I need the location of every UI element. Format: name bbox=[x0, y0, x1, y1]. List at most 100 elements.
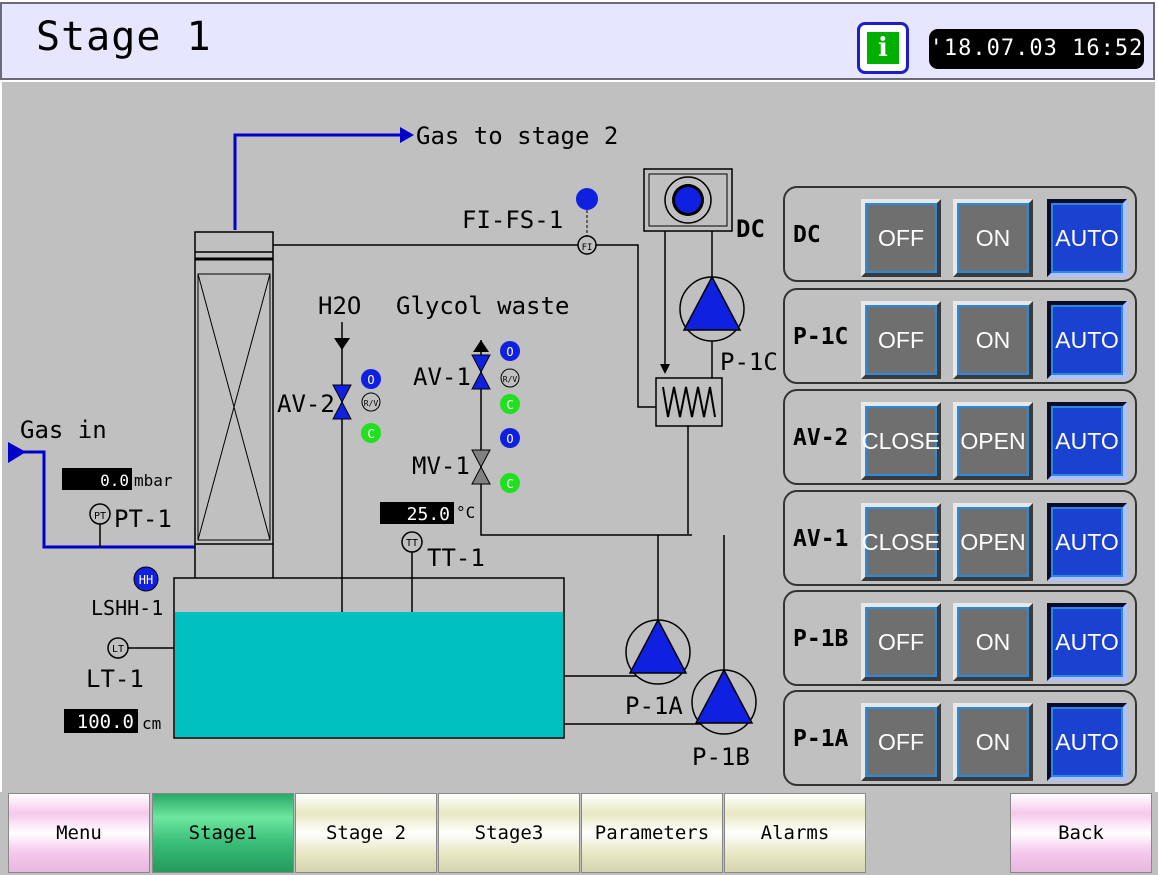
gas-outlet-label: Gas to stage 2 bbox=[416, 122, 618, 150]
p1c-auto-button[interactable]: AUTO bbox=[1047, 301, 1127, 379]
control-panel-av2: AV-2 CLOSE OPEN AUTO bbox=[783, 389, 1137, 485]
panel-label: P-1B bbox=[793, 626, 849, 652]
av2-closed-symbol: C bbox=[367, 427, 374, 441]
av1-rv-icon bbox=[500, 368, 520, 388]
p1b-on-button[interactable]: ON bbox=[953, 603, 1033, 681]
control-panel-dc: DC OFF ON AUTO bbox=[783, 186, 1137, 282]
header-bar: Stage 1 i '18.07.03 16:52 bbox=[0, 2, 1155, 80]
dc-off-button[interactable]: OFF bbox=[861, 199, 941, 277]
pt-symbol: PT bbox=[94, 511, 106, 522]
av1-open-led bbox=[500, 341, 520, 361]
tab-stage1[interactable]: Stage1 bbox=[152, 793, 294, 873]
tank-liquid bbox=[175, 612, 563, 737]
temp-value-box bbox=[380, 502, 454, 524]
glycol-line bbox=[480, 340, 692, 536]
p1a-off-button[interactable]: OFF bbox=[861, 703, 941, 781]
pressure-unit: mbar bbox=[134, 471, 173, 490]
level-value: 100.0 bbox=[77, 711, 134, 733]
av1-valve-icon bbox=[471, 370, 491, 390]
pt-tag: PT-1 bbox=[114, 505, 172, 533]
tt-tag: TT-1 bbox=[427, 544, 485, 572]
tt-symbol: TT bbox=[406, 538, 418, 549]
av1-auto-button[interactable]: AUTO bbox=[1047, 503, 1127, 581]
mv1-open-led bbox=[500, 428, 520, 448]
mv1-valve-icon bbox=[471, 465, 491, 485]
p1a-on-button[interactable]: ON bbox=[953, 703, 1033, 781]
av1-closed-symbol: C bbox=[506, 398, 513, 412]
control-panel-p1b: P-1B OFF ON AUTO bbox=[783, 590, 1137, 686]
fi-tag: FI-FS-1 bbox=[462, 206, 563, 234]
date-time-display: '18.07.03 16:52 bbox=[929, 29, 1144, 69]
tab-parameters[interactable]: Parameters bbox=[581, 793, 723, 873]
av1-valve-icon[interactable] bbox=[471, 354, 491, 374]
page-title: Stage 1 bbox=[36, 14, 212, 60]
tab-alarms[interactable]: Alarms bbox=[724, 793, 866, 873]
mv1-closed-symbol: C bbox=[506, 477, 513, 491]
level-unit: cm bbox=[142, 714, 161, 733]
av2-open-led bbox=[361, 369, 381, 389]
av2-closed-led bbox=[361, 423, 381, 443]
panel-label: P-1A bbox=[793, 726, 849, 752]
control-panel-p1a: P-1A OFF ON AUTO bbox=[783, 690, 1137, 786]
panel-label: P-1C bbox=[793, 324, 849, 350]
temp-value: 25.0 bbox=[407, 504, 450, 525]
level-value-box bbox=[64, 709, 138, 733]
p1a-tag: P-1A bbox=[625, 692, 683, 720]
recirc-line bbox=[596, 244, 656, 408]
dc-tag: DC bbox=[736, 215, 765, 243]
info-button[interactable]: i bbox=[857, 22, 909, 74]
dry-cooler-inner bbox=[648, 173, 728, 227]
coolant-arrow-icon bbox=[660, 364, 670, 374]
panel-label: AV-1 bbox=[793, 526, 849, 552]
p1b-auto-button[interactable]: AUTO bbox=[1047, 603, 1127, 681]
av1-closed-led bbox=[500, 394, 520, 414]
av1-close-button[interactable]: CLOSE bbox=[861, 503, 941, 581]
control-panel-p1c: P-1C OFF ON AUTO bbox=[783, 288, 1137, 384]
p1a-auto-button[interactable]: AUTO bbox=[1047, 703, 1127, 781]
p1c-on-button[interactable]: ON bbox=[953, 301, 1033, 379]
fan-status bbox=[675, 187, 701, 213]
tab-menu[interactable]: Menu bbox=[8, 793, 150, 873]
mv1-open-symbol: O bbox=[506, 432, 513, 446]
heat-exchanger-coil-icon bbox=[662, 386, 716, 418]
av2-rv-symbol: R/V bbox=[364, 399, 379, 408]
gas-outlet-pipe bbox=[233, 133, 402, 230]
av2-tag: AV-2 bbox=[277, 390, 335, 418]
av2-valve-icon[interactable] bbox=[332, 384, 352, 404]
info-icon: i bbox=[867, 32, 899, 64]
gas-outlet-arrow-icon bbox=[400, 127, 414, 143]
p1b-off-button[interactable]: OFF bbox=[861, 603, 941, 681]
av2-auto-button[interactable]: AUTO bbox=[1047, 402, 1127, 480]
p1c-tag: P-1C bbox=[720, 348, 778, 376]
tab-stage3[interactable]: Stage3 bbox=[438, 793, 580, 873]
h2o-label: H2O bbox=[318, 292, 361, 320]
av2-close-button[interactable]: CLOSE bbox=[861, 402, 941, 480]
p1b-tag: P-1B bbox=[692, 743, 750, 771]
process-diagram: Gas to stage 2 Gas in 0.0 mbar PT PT-1 F… bbox=[8, 122, 778, 771]
tab-stage2[interactable]: Stage 2 bbox=[295, 793, 437, 873]
av2-open-symbol: O bbox=[367, 373, 374, 387]
av2-open-button[interactable]: OPEN bbox=[953, 402, 1033, 480]
pump-p1a-symbol bbox=[628, 618, 688, 674]
gas-inlet-pipe bbox=[10, 450, 195, 549]
h2o-arrow-icon bbox=[334, 338, 350, 350]
process-screen: Gas to stage 2 Gas in 0.0 mbar PT PT-1 F… bbox=[2, 82, 1155, 792]
av1-rv-symbol: R/V bbox=[503, 375, 518, 384]
mv1-valve-icon[interactable] bbox=[471, 449, 491, 469]
fi-status-led bbox=[576, 188, 598, 210]
pump-p1b-symbol bbox=[694, 668, 754, 724]
av1-open-button[interactable]: OPEN bbox=[953, 503, 1033, 581]
footer-nav: Menu Stage1 Stage 2 Stage3 Parameters Al… bbox=[0, 792, 1158, 875]
dc-auto-button[interactable]: AUTO bbox=[1047, 199, 1127, 277]
fan-icon[interactable] bbox=[664, 176, 712, 224]
dc-on-button[interactable]: ON bbox=[953, 199, 1033, 277]
column-packing bbox=[197, 273, 271, 541]
panel-label: DC bbox=[793, 222, 821, 248]
lshh-alarm-led bbox=[133, 566, 159, 592]
pump-p1c-symbol bbox=[682, 275, 742, 331]
mv1-tag: MV-1 bbox=[412, 452, 470, 480]
packing-cross bbox=[197, 273, 271, 541]
av2-valve-icon bbox=[332, 400, 352, 420]
p1c-off-button[interactable]: OFF bbox=[861, 301, 941, 379]
back-button[interactable]: Back bbox=[1010, 793, 1152, 873]
